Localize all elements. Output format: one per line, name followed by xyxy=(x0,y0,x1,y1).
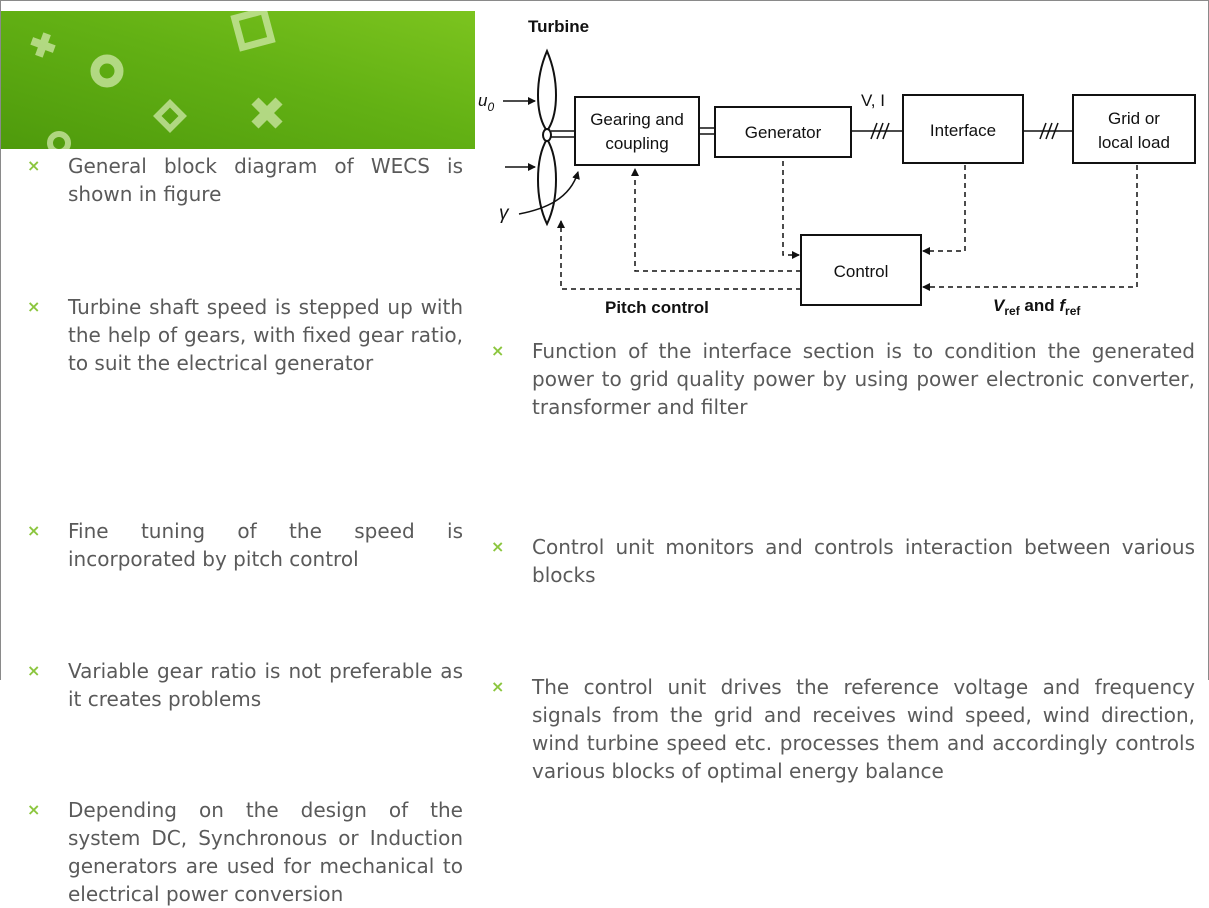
list-item: × Control unit monitors and controls int… xyxy=(491,535,1195,587)
svg-text:Gearing and: Gearing and xyxy=(590,110,684,129)
vi-label: V, I xyxy=(861,91,885,110)
svg-text:coupling: coupling xyxy=(605,134,668,153)
x-mark-icon: × xyxy=(491,341,505,360)
turbine-label: Turbine xyxy=(528,17,589,36)
list-item: × Variable gear ratio is not preferable … xyxy=(27,659,463,711)
gearing-coupling-block: Gearing and coupling xyxy=(574,96,700,166)
x-mark-icon: × xyxy=(27,521,41,540)
x-mark-icon: × xyxy=(27,800,41,819)
list-item: × Depending on the design of the system … xyxy=(27,798,463,906)
ring-icon xyxy=(90,54,124,88)
control-block: Control xyxy=(800,234,922,306)
grid-load-block: Grid or local load xyxy=(1072,94,1196,164)
generator-block: Generator xyxy=(714,106,852,158)
interface-block: Interface xyxy=(902,94,1024,164)
svg-text:γ: γ xyxy=(499,203,510,224)
diamond-icon xyxy=(153,99,187,133)
list-item: × Function of the interface section is t… xyxy=(491,339,1195,419)
x-mark-icon: × xyxy=(491,537,505,556)
wecs-block-diagram: Turbine u0 γ Gearing and coupling xyxy=(478,17,1196,318)
x-mark-icon: × xyxy=(491,677,505,696)
x-mark-icon: × xyxy=(27,297,41,316)
svg-text:Control: Control xyxy=(834,262,889,281)
list-item: × Turbine shaft speed is stepped up with… xyxy=(27,295,463,375)
three-phase-link-1 xyxy=(851,122,903,140)
x-icon xyxy=(251,97,283,129)
title-banner xyxy=(1,11,475,149)
three-phase-link-2 xyxy=(1023,122,1073,140)
x-mark-icon: × xyxy=(27,661,41,680)
shaft-line xyxy=(551,130,575,138)
banner-graphic xyxy=(1,11,475,149)
list-item: × Fine tuning of the speed is incorporat… xyxy=(27,519,463,571)
svg-text:u0: u0 xyxy=(478,91,494,114)
svg-text:Interface: Interface xyxy=(930,121,996,140)
svg-text:Generator: Generator xyxy=(745,123,822,142)
list-item: × General block diagram of WECS is shown… xyxy=(27,154,463,206)
left-bullet-list: × General block diagram of WECS is shown… xyxy=(27,1,463,906)
input-gamma: γ xyxy=(499,171,580,224)
turbine-blades xyxy=(537,48,557,227)
square-outline-icon xyxy=(230,11,276,52)
list-item: × The control unit drives the reference … xyxy=(491,675,1195,783)
pitch-control-label: Pitch control xyxy=(605,298,709,317)
svg-text:local load: local load xyxy=(1098,133,1170,152)
input-u0: u0 xyxy=(478,91,536,171)
cross-icon xyxy=(30,32,56,58)
coupling-line xyxy=(699,127,715,135)
x-mark-icon: × xyxy=(27,156,41,175)
svg-text:Grid or: Grid or xyxy=(1108,109,1160,128)
signal-lines xyxy=(557,161,1138,291)
vref-fref-label: Vref and fref xyxy=(993,296,1081,318)
